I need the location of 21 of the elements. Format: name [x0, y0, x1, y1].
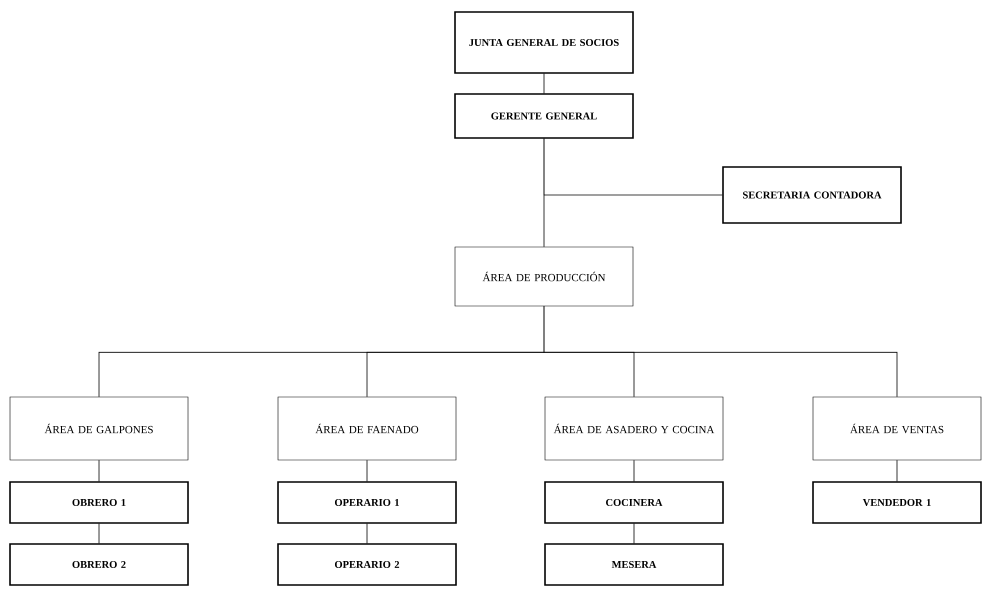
worker-box: OBRERO 1: [9, 481, 189, 524]
worker-box: MESERA: [544, 543, 724, 586]
management-box: GERENTE GENERAL: [454, 93, 634, 139]
connector-line: [98, 460, 100, 482]
area-box: ÁREA DE ASADERO Y COCINA: [544, 396, 724, 460]
worker-box: OPERARIO 2: [277, 543, 457, 586]
connector-line: [366, 460, 368, 482]
connector-line: [98, 523, 100, 544]
connector-line: [366, 523, 368, 544]
area-box: ÁREA DE GALPONES: [10, 396, 188, 460]
worker-box: VENDEDOR 1: [812, 481, 982, 524]
connector-line: [544, 306, 898, 398]
management-box: JUNTA GENERAL DE SOCIOS: [454, 11, 634, 74]
staff-box: SECRETARIA CONTADORA: [722, 166, 902, 224]
area-box: ÁREA DE PRODUCCIÓN: [454, 246, 634, 306]
area-box: ÁREA DE FAENADO: [278, 396, 456, 460]
worker-box: OBRERO 2: [9, 543, 189, 586]
area-box: ÁREA DE VENTAS: [812, 396, 982, 460]
worker-box: COCINERA: [544, 481, 724, 524]
connector-line: [896, 460, 898, 482]
worker-box: OPERARIO 1: [277, 481, 457, 524]
